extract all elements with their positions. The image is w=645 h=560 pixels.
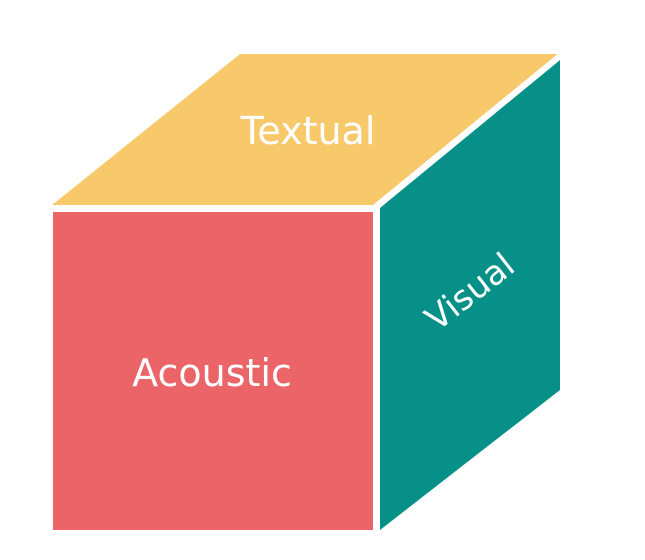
edge-top-side — [372, 53, 562, 211]
front-face — [53, 212, 373, 530]
top-face — [52, 54, 558, 206]
textual-label: Textual — [240, 109, 376, 153]
acoustic-label: Acoustic — [132, 351, 292, 395]
side-face — [380, 60, 560, 530]
